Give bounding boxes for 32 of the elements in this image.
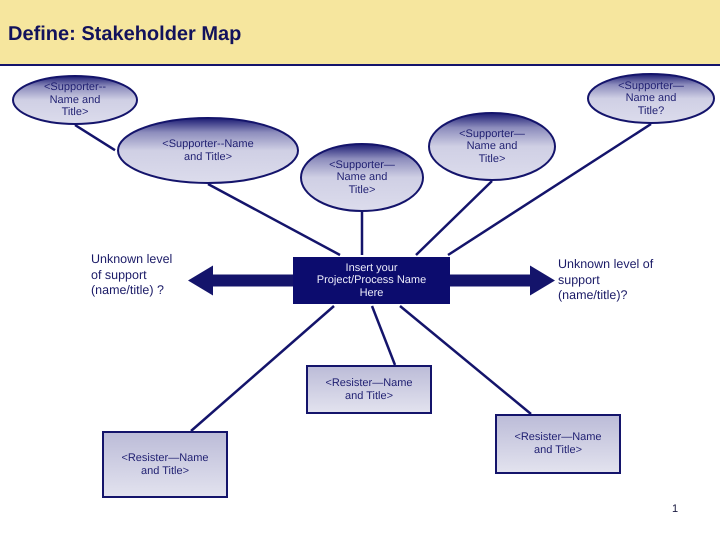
stakeholder-name: <Supporter— Name and Title?: [617, 80, 685, 118]
connector-line: [74, 124, 116, 152]
block-arrow: [188, 266, 293, 296]
connector-line: [190, 305, 335, 432]
connector-line: [415, 180, 493, 256]
speech-bubble: [428, 112, 556, 181]
stakeholder-name: <Supporter— Name and Title>: [328, 158, 396, 196]
speech-bubble: [117, 117, 299, 184]
callout-box: [495, 414, 621, 474]
project-name: Insert your Project/Process Name Here: [316, 262, 428, 300]
speech-bubble: [587, 73, 715, 124]
page-number: 1: [672, 503, 678, 515]
speech-bubble: [12, 75, 138, 125]
stakeholder-name: <Supporter--Name and Title>: [161, 138, 255, 164]
slide-title: Define: Stakeholder Map: [8, 22, 242, 46]
speech-bubble: [300, 143, 424, 212]
support-note: Unknown level of support (name/title) ?: [91, 252, 185, 299]
callout-box: [306, 365, 432, 414]
block-arrow: [450, 266, 555, 296]
stakeholder-name: <Resister—Name and Title>: [324, 376, 414, 402]
connector-line: [370, 306, 396, 366]
stakeholder-name: <Resister—Name and Title>: [120, 452, 210, 478]
support-note: Unknown level of support (name/title)?: [558, 257, 660, 304]
stakeholder-name: <Supporter-- Name and Title>: [42, 81, 108, 119]
stakeholder-name: <Resister—Name and Title>: [513, 431, 603, 457]
connector-line: [207, 182, 341, 256]
project-box: [293, 257, 450, 304]
connector-line: [447, 122, 652, 256]
callout-box: [102, 431, 228, 498]
stakeholder-name: <Supporter— Name and Title>: [458, 128, 526, 166]
connector-line: [360, 212, 364, 255]
connector-line: [399, 305, 532, 415]
